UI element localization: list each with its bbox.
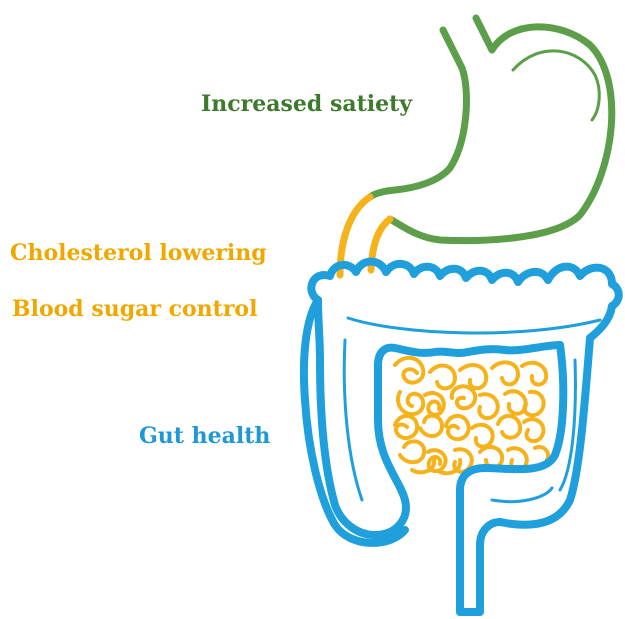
small-intestine-icon xyxy=(395,358,548,473)
cholesterol-label: Cholesterol lowering xyxy=(10,242,267,264)
gut-health-label: Gut health xyxy=(139,425,270,447)
satiety-label: Increased satiety xyxy=(201,93,412,115)
blood-sugar-label: Blood sugar control xyxy=(12,298,257,320)
stomach-icon xyxy=(370,18,612,241)
